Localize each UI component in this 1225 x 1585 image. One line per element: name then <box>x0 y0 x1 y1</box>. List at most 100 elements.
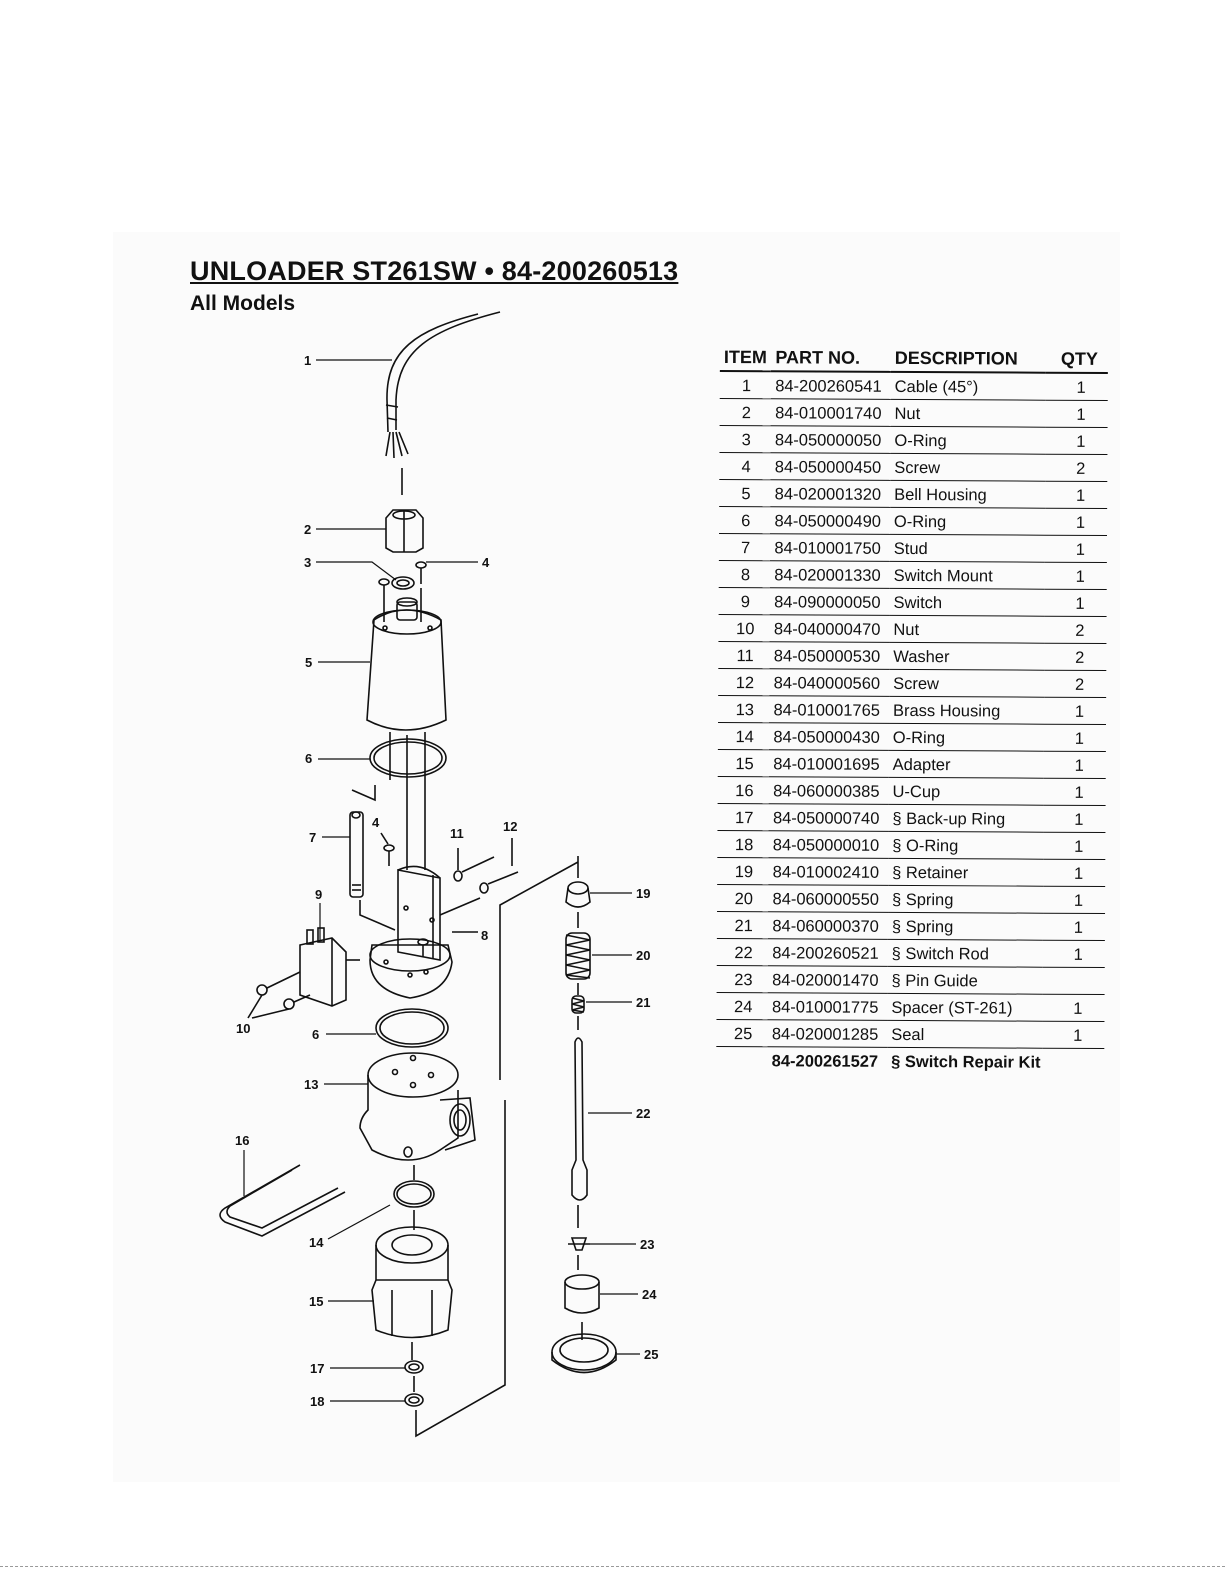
callout-15: 15 <box>309 1294 323 1309</box>
cell-qty: 2 <box>1044 670 1107 698</box>
spacer-part <box>564 1274 600 1340</box>
column-header-part-no: PART NO. <box>771 344 891 372</box>
callout-9: 9 <box>315 887 322 902</box>
spring-small-part <box>571 995 585 1030</box>
cell-desc: O-Ring <box>888 723 1045 752</box>
cell-part: 84-050000050 <box>770 425 891 454</box>
callout-2: 2 <box>304 522 311 537</box>
callout-23: 23 <box>640 1237 654 1252</box>
column-header-qty: QTY <box>1046 345 1108 374</box>
page-subtitle: All Models <box>190 292 296 315</box>
callout-21: 21 <box>636 995 650 1010</box>
table-header-row: ITEM PART NO. DESCRIPTION QTY <box>719 344 1108 374</box>
cell-item: 11 <box>718 641 770 669</box>
kit-cell-part: 84-200261527 <box>771 1052 879 1071</box>
page-title: UNLOADER ST261SW • 84-200260513 <box>190 256 679 286</box>
cell-qty: 1 <box>1044 697 1107 725</box>
cell-part: 84-050000430 <box>769 722 889 751</box>
cell-desc: Adapter <box>888 750 1045 779</box>
cell-qty: 1 <box>1046 372 1108 401</box>
cell-qty: 1 <box>1045 481 1108 509</box>
switch-rod-part <box>571 1037 588 1228</box>
cell-desc: Switch <box>889 588 1046 617</box>
callout-7: 7 <box>309 830 316 845</box>
cell-item: 9 <box>718 587 771 615</box>
cell-desc: Brass Housing <box>888 696 1045 725</box>
retainer-part <box>565 881 591 928</box>
nuts-part-10 <box>247 971 311 1019</box>
cell-part: 84-020001330 <box>770 560 890 589</box>
cell-qty: 1 <box>1043 805 1106 833</box>
cell-item: 24 <box>716 992 769 1020</box>
cell-part: 84-010001695 <box>769 749 889 778</box>
cell-qty: 1 <box>1043 778 1106 806</box>
callout-4b: 4 <box>372 815 380 830</box>
cell-part: 84-200260521 <box>768 938 888 967</box>
cell-qty: 1 <box>1042 994 1105 1022</box>
ucup-loop-part <box>219 1164 346 1237</box>
cell-item: 18 <box>717 830 769 858</box>
cell-desc: Seal <box>887 1020 1043 1049</box>
cell-qty: 1 <box>1044 751 1106 779</box>
cell-item: 7 <box>718 533 771 561</box>
cell-desc: U-Cup <box>888 777 1045 806</box>
cell-item: 25 <box>716 1019 768 1047</box>
cell-qty: 1 <box>1045 400 1108 428</box>
cell-item: 10 <box>718 614 771 642</box>
callout-6: 6 <box>305 751 312 766</box>
kit-cell-item <box>716 1046 768 1073</box>
cell-desc: § Pin Guide <box>887 966 1044 995</box>
spring-large-part <box>565 932 591 995</box>
cell-desc: Switch Mount <box>889 561 1046 590</box>
nut-part <box>385 509 424 553</box>
callout-4: 4 <box>482 555 490 570</box>
cell-part: 84-060000385 <box>769 776 889 805</box>
cell-item: 16 <box>717 776 770 804</box>
callout-3: 3 <box>304 555 311 570</box>
callout-10: 10 <box>236 1021 250 1036</box>
cell-qty: 1 <box>1045 508 1108 536</box>
pin-guide-part <box>568 1237 590 1270</box>
cell-part: 84-060000550 <box>768 884 889 913</box>
cell-item: 21 <box>716 911 769 939</box>
callout-1: 1 <box>304 353 311 368</box>
seal-part <box>551 1333 617 1374</box>
column-header-description: DESCRIPTION <box>890 344 1047 373</box>
callout-22: 22 <box>636 1106 650 1121</box>
cell-desc: Screw <box>889 669 1045 698</box>
cell-part: 84-010001765 <box>769 695 890 724</box>
cell-desc: § Back-up Ring <box>888 804 1044 833</box>
repair-kit-row: 84-200261527 § Switch Repair Kit <box>716 1046 1104 1075</box>
cell-part: 84-090000050 <box>770 587 890 616</box>
kit-cell-desc: § Switch Repair Kit <box>891 1052 1041 1072</box>
cell-item: 22 <box>716 938 769 966</box>
cell-qty <box>1042 967 1105 995</box>
cell-item: 3 <box>719 425 772 453</box>
cell-item: 8 <box>718 560 771 588</box>
adapter-part <box>371 1226 453 1339</box>
callout-16: 16 <box>235 1133 249 1148</box>
cell-item: 2 <box>719 398 772 426</box>
callout-5: 5 <box>305 655 312 670</box>
stud-part <box>349 785 396 931</box>
cell-desc: Cable (45°) <box>890 371 1047 401</box>
oring-small-part <box>393 1165 435 1230</box>
cell-item: 13 <box>718 695 770 723</box>
cell-qty: 1 <box>1045 562 1107 590</box>
oring-large-mid <box>375 1008 449 1048</box>
cell-qty: 2 <box>1044 616 1107 644</box>
cell-qty: 2 <box>1044 643 1107 671</box>
cell-item: 1 <box>719 370 772 399</box>
cell-qty: 1 <box>1043 832 1106 860</box>
cell-part: 84-050000450 <box>770 452 891 481</box>
